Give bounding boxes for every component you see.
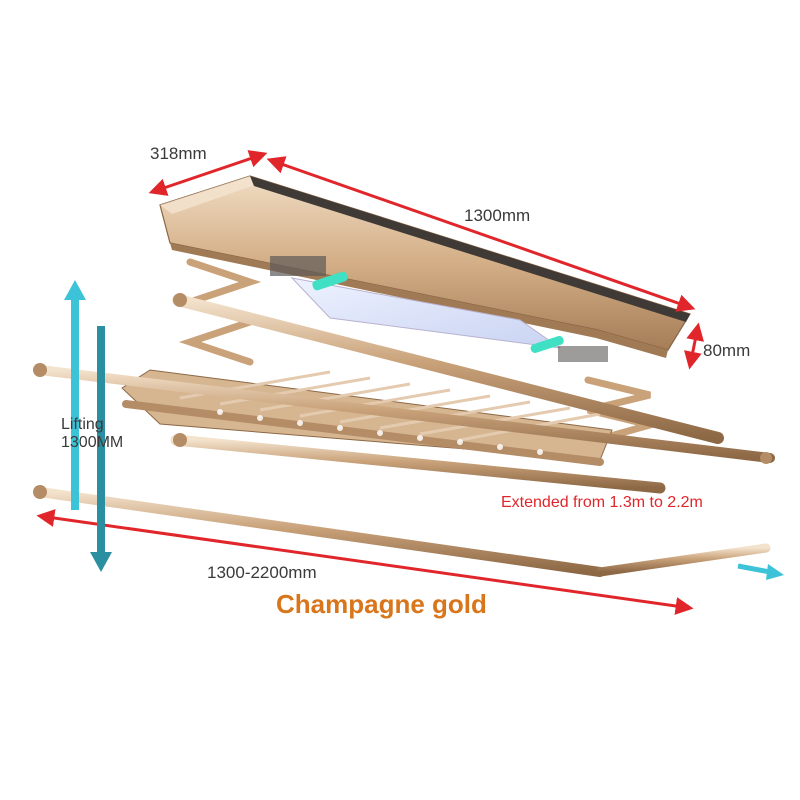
dimension-arrows: [36, 150, 784, 615]
color-name-label: Champagne gold: [276, 589, 487, 619]
lift-down-arrow: [90, 326, 112, 572]
lifting-label-line2: 1300MM: [61, 434, 124, 451]
span-arrow: [36, 509, 694, 615]
depth-arrow: [148, 150, 268, 196]
depth-label: 318mm: [150, 144, 207, 163]
span-label: 1300-2200mm: [207, 563, 317, 582]
height-label: 80mm: [703, 341, 751, 360]
extend-arrow: [737, 563, 784, 580]
lift-up-arrow: [64, 280, 86, 510]
lifting-label-line1: Lifting: [61, 416, 104, 433]
length-label: 1300mm: [464, 206, 531, 225]
length-arrow: [266, 156, 696, 312]
height-arrow: [683, 322, 705, 370]
extended-label: Extended from 1.3m to 2.2m: [501, 494, 703, 511]
